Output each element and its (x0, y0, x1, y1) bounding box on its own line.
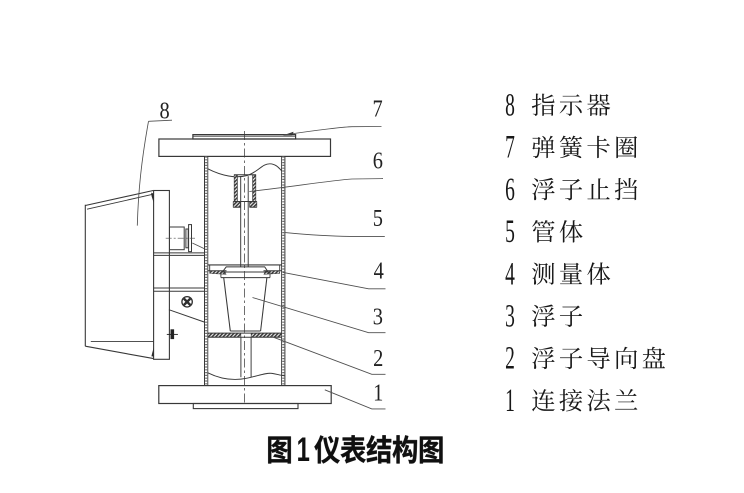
svg-text:6: 6 (373, 147, 383, 174)
svg-text:5: 5 (373, 204, 383, 231)
svg-text:1: 1 (373, 379, 383, 406)
svg-text:8: 8 (505, 86, 515, 122)
svg-text:8: 8 (159, 97, 169, 124)
svg-text:7: 7 (372, 95, 382, 122)
svg-text:3: 3 (373, 303, 383, 330)
svg-text:4: 4 (505, 255, 515, 291)
svg-text:4: 4 (374, 257, 384, 284)
svg-text:6: 6 (505, 171, 515, 207)
svg-text:2: 2 (373, 344, 383, 371)
svg-text:1: 1 (505, 382, 515, 418)
svg-text:5: 5 (505, 213, 515, 249)
svg-text:3: 3 (505, 297, 515, 333)
svg-text:2: 2 (505, 340, 515, 376)
svg-text:1: 1 (297, 431, 310, 469)
svg-text:7: 7 (505, 129, 515, 165)
